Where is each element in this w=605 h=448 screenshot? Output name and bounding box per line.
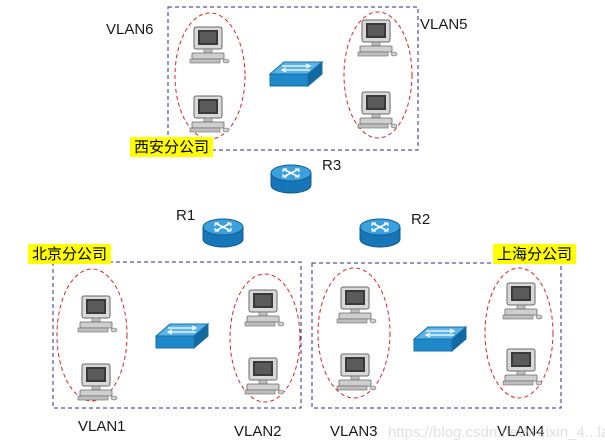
vlan3-ellipse — [317, 267, 391, 399]
beijing-office-box — [52, 261, 302, 409]
router-icon — [270, 164, 312, 194]
beijing-office-label: 北京分公司 — [28, 244, 112, 264]
computer-icon — [336, 353, 377, 391]
computer-icon — [77, 295, 118, 333]
computer-icon — [502, 282, 543, 320]
vlan1-ellipse — [56, 268, 128, 402]
switch-icon — [269, 61, 323, 87]
xian-office-label: 西安分公司 — [130, 137, 214, 157]
computer-icon — [244, 357, 285, 395]
router-icon — [359, 218, 401, 248]
switch-icon — [155, 323, 209, 349]
vlan2-label: VLAN2 — [234, 423, 282, 440]
computer-icon — [77, 363, 118, 401]
router-r2-label: R2 — [411, 211, 431, 228]
vlan4-label: VLAN4 — [497, 423, 545, 440]
watermark: https://blog.csdn.net/weixin_4...lan — [388, 424, 605, 441]
computer-icon — [336, 286, 377, 324]
vlan2-ellipse — [229, 273, 301, 403]
router-r3-label: R3 — [322, 157, 342, 174]
vlan5-label: VLAN5 — [420, 16, 468, 33]
vlan3-label: VLAN3 — [330, 423, 378, 440]
computer-icon — [502, 348, 543, 386]
computer-icon — [357, 91, 398, 129]
xian-office-box — [167, 6, 419, 151]
vlan1-label: VLAN1 — [78, 418, 126, 435]
router-r1-label: R1 — [176, 207, 196, 224]
shanghai-office-box — [311, 262, 562, 409]
switch-icon — [413, 326, 467, 352]
computer-icon — [244, 289, 285, 327]
router-icon — [202, 218, 244, 248]
computer-icon — [189, 95, 230, 133]
shanghai-office-label: 上海分公司 — [493, 244, 577, 264]
vlan6-label: VLAN6 — [106, 21, 154, 38]
computer-icon — [357, 19, 398, 57]
vlan4-ellipse — [484, 267, 554, 399]
computer-icon — [189, 26, 230, 64]
vlan5-ellipse — [343, 11, 413, 139]
